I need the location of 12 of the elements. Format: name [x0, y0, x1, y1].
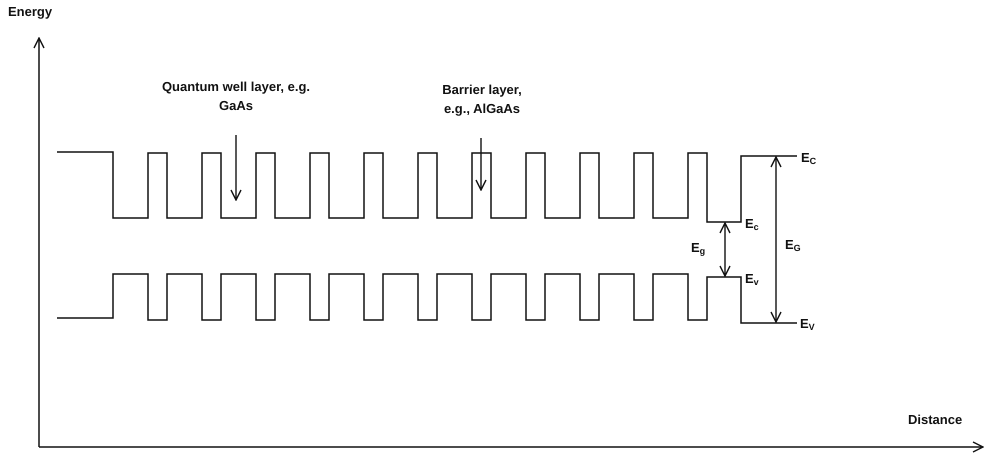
energy-level-label: E$_{V}$ [800, 316, 815, 334]
energy-level-label: E$_{C}$ [801, 150, 816, 168]
axis-title: Energy [8, 4, 52, 20]
leader-arrow [230, 135, 242, 201]
annotation-label: Quantum well layer, e.g. GaAs [161, 77, 311, 115]
energy-level-label: E$_{v}$ [745, 271, 759, 289]
energy-level-label: E$_{c}$ [745, 216, 759, 234]
band-gap-label: E$_{G}$ [785, 237, 801, 255]
axis-title: Distance [908, 412, 962, 428]
band-gap-label: E$_{g}$ [691, 240, 706, 258]
annotation-label: Barrier layer, e.g., AlGaAs [430, 80, 534, 118]
leader-arrow [475, 138, 487, 191]
